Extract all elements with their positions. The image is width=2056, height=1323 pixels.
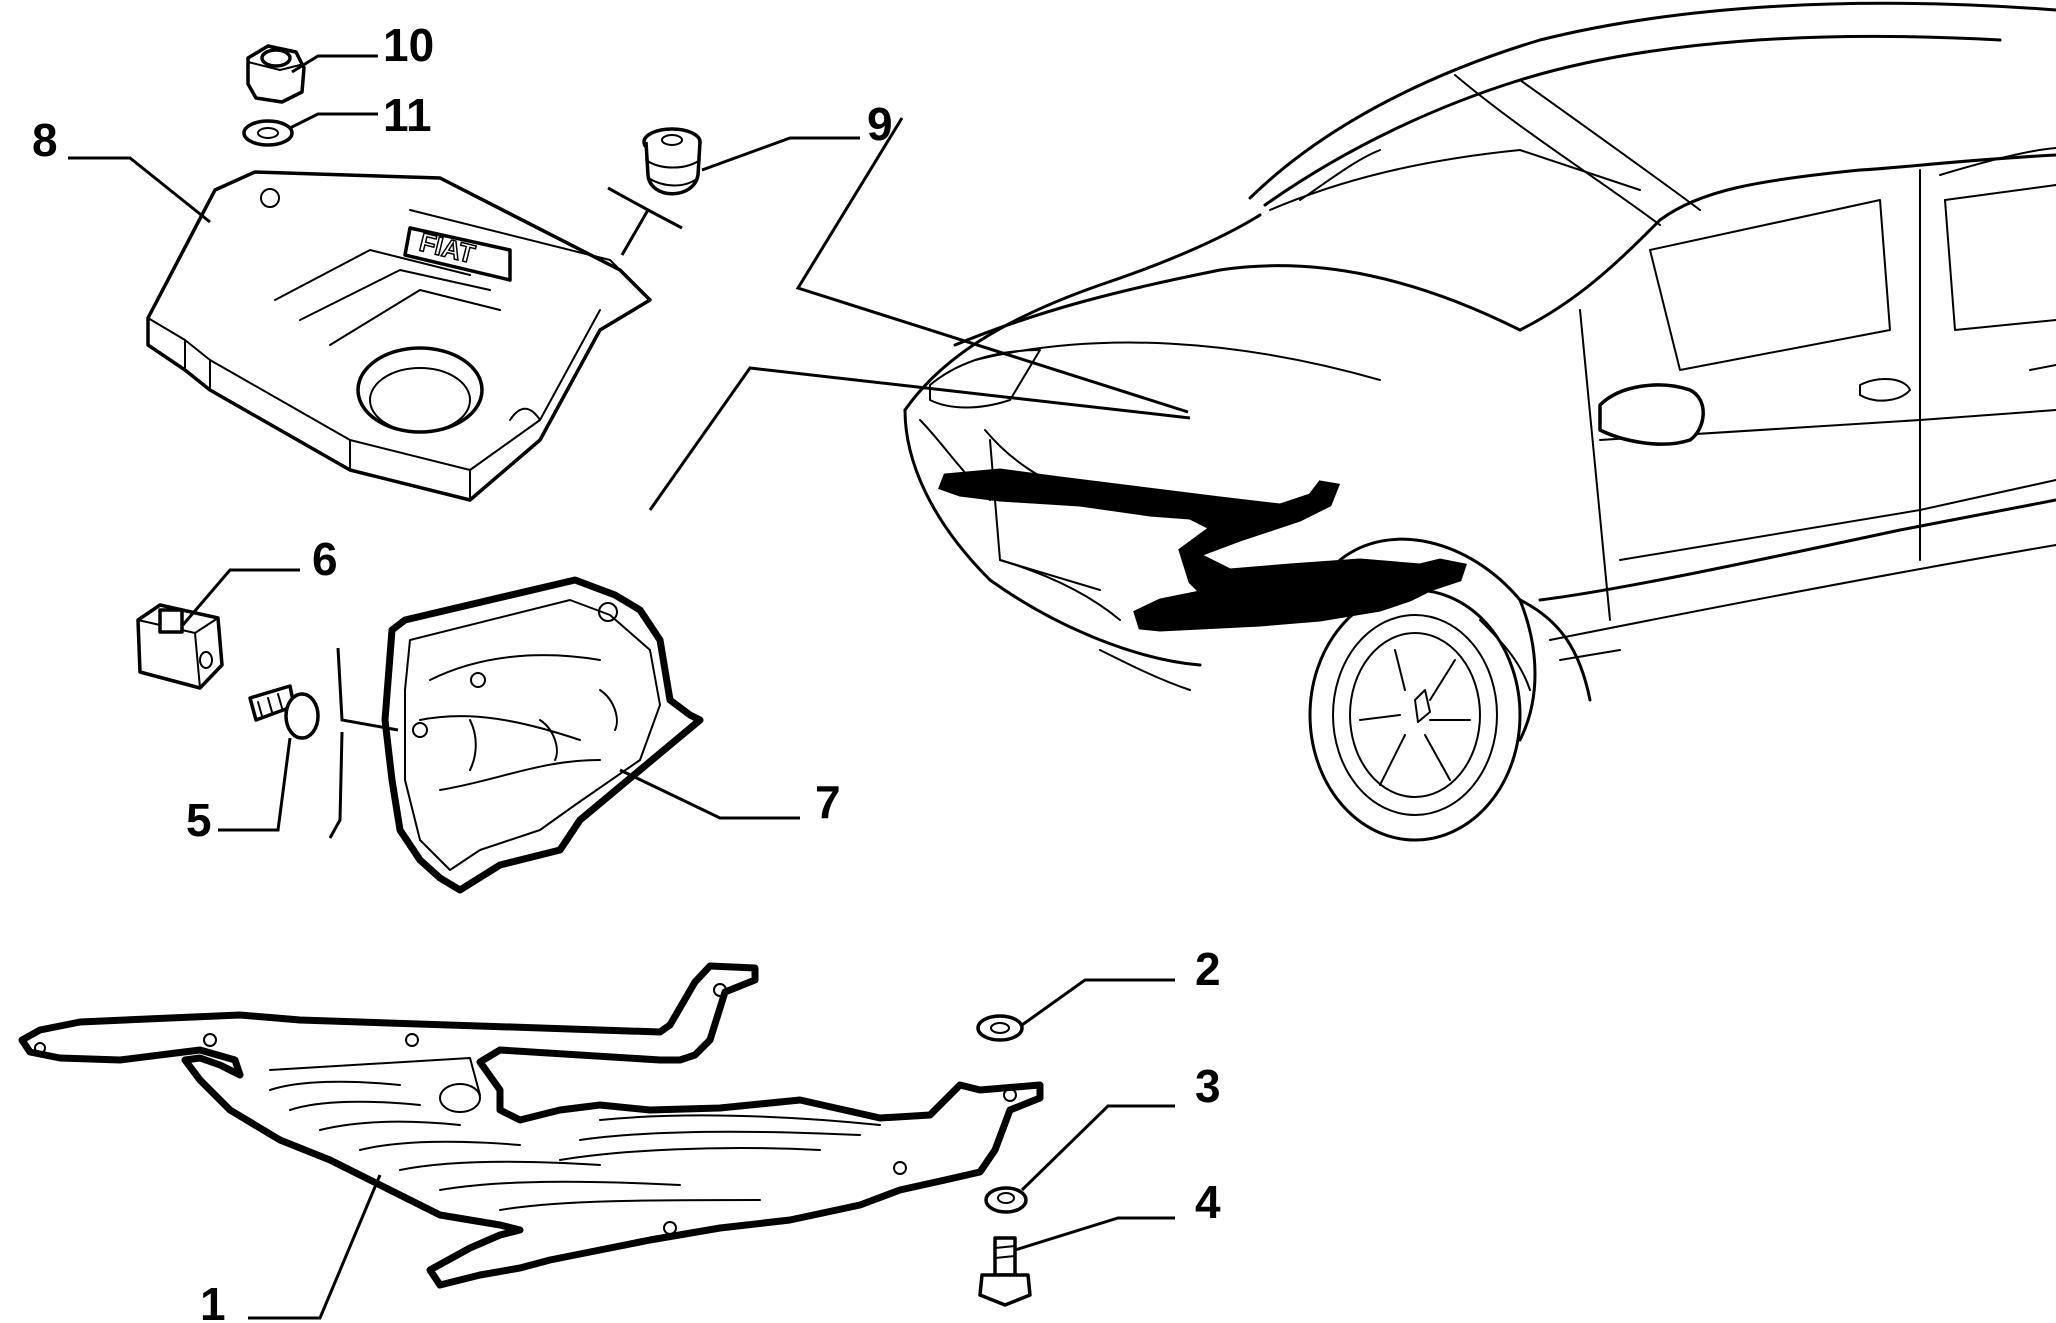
leader-9-to-car bbox=[795, 117, 1189, 414]
callout-labels: 10 11 8 9 6 5 7 2 3 4 1 bbox=[32, 19, 1221, 1323]
car-illustration bbox=[903, 1, 2056, 842]
bolt-part-4 bbox=[978, 1216, 1175, 1307]
nut-part-10 bbox=[246, 44, 378, 104]
callout-3: 3 bbox=[1195, 1060, 1221, 1112]
callout-5: 5 bbox=[186, 794, 212, 846]
callout-10: 10 bbox=[383, 19, 434, 71]
highlighted-shield-silhouette bbox=[938, 468, 1467, 632]
rubber-stop-part-9 bbox=[607, 127, 860, 256]
under-shield-part-1 bbox=[18, 962, 1044, 1320]
callout-6: 6 bbox=[312, 533, 338, 585]
callout-4: 4 bbox=[1195, 1176, 1221, 1228]
callout-1: 1 bbox=[200, 1278, 226, 1323]
callout-7: 7 bbox=[815, 776, 841, 828]
washer-part-11 bbox=[242, 112, 378, 147]
side-shield-part-7 bbox=[328, 576, 800, 894]
callout-11: 11 bbox=[383, 89, 432, 141]
leader-to-car bbox=[648, 366, 1191, 511]
callout-2: 2 bbox=[1195, 943, 1221, 995]
bolt-part-5 bbox=[218, 684, 320, 832]
clip-part-6 bbox=[136, 568, 300, 690]
callout-9: 9 bbox=[867, 98, 893, 150]
engine-cover-part-8: FIAT bbox=[68, 156, 652, 502]
washer-part-2 bbox=[976, 978, 1175, 1042]
nut-part-3 bbox=[984, 1104, 1175, 1214]
callout-8: 8 bbox=[32, 114, 58, 166]
